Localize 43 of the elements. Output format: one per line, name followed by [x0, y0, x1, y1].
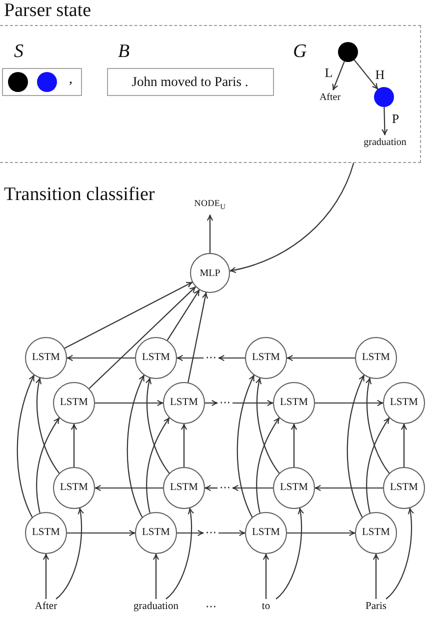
word-label: graduation [364, 137, 406, 149]
mlp-unit: MLP [190, 253, 230, 293]
lstm-unit: LSTM [245, 512, 287, 554]
section-heading: Transition classifier [4, 184, 155, 206]
math-symbol: G [293, 41, 307, 63]
lstm-unit: LSTM [53, 382, 95, 424]
input-word: After [34, 601, 58, 613]
comma: , [69, 71, 72, 89]
input-word: Paris [366, 601, 386, 613]
lstm-unit: LSTM [163, 467, 205, 509]
lstm-unit: LSTM [25, 337, 67, 379]
lstm-unit: LSTM [273, 467, 315, 509]
ellipsis: ⋯ [220, 398, 230, 408]
lstm-unit: LSTM [273, 382, 315, 424]
output-label: NODE$_{U}$ [194, 197, 226, 213]
edge-label: L [324, 66, 334, 80]
lstm-unit: LSTM [53, 467, 95, 509]
lstm-unit: LSTM [355, 512, 397, 554]
circle-icon [338, 42, 358, 62]
lstm-unit: LSTM [355, 337, 397, 379]
ellipsis: ⋯ [206, 602, 216, 612]
section-heading: Parser state [4, 0, 92, 22]
input-word: graduation [134, 601, 178, 613]
input-word: to [262, 601, 270, 613]
circle-icon [374, 87, 394, 107]
ellipsis: ⋯ [206, 528, 216, 538]
edge-label: H [374, 68, 386, 82]
ellipsis: ⋯ [220, 483, 230, 493]
math-symbol: S [14, 41, 24, 63]
lstm-unit: LSTM [163, 382, 205, 424]
lstm-unit: LSTM [383, 467, 425, 509]
lstm-unit: LSTM [245, 337, 287, 379]
word-label: After [319, 92, 341, 104]
lstm-unit: LSTM [135, 337, 177, 379]
lstm-unit: LSTM [25, 512, 67, 554]
circle-icon [8, 72, 28, 92]
lstm-unit: LSTM [383, 382, 425, 424]
circle-icon [37, 72, 57, 92]
lstm-unit: LSTM [135, 512, 177, 554]
sentence-text: John moved to Paris . [132, 73, 248, 91]
math-symbol: B [118, 41, 130, 63]
ellipsis: ⋯ [206, 353, 216, 363]
edge-label: P [390, 112, 400, 126]
